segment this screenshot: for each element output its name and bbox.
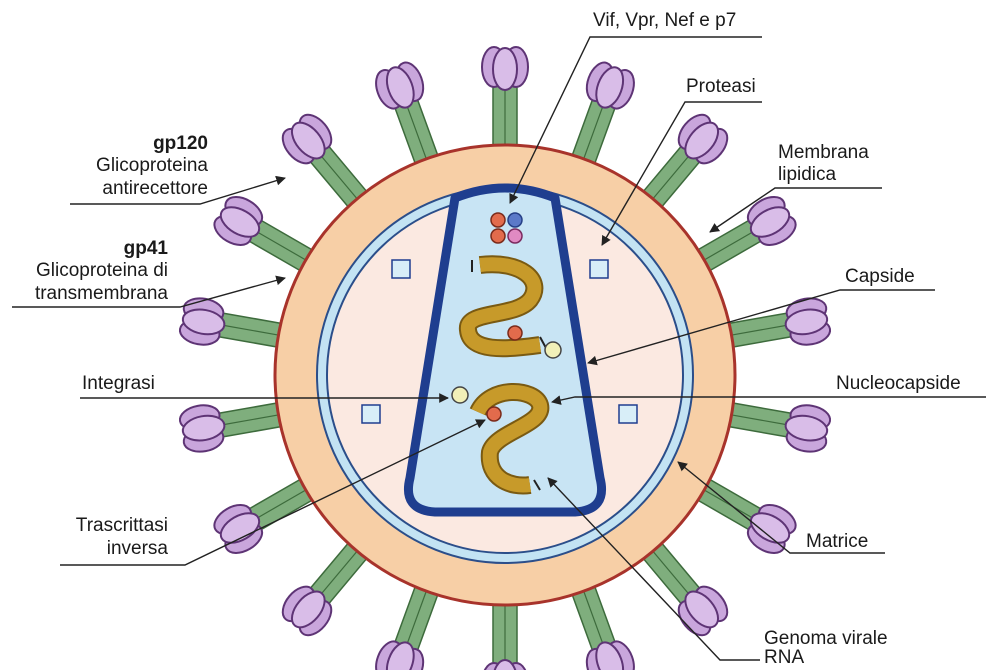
glycoprotein-spike xyxy=(482,47,528,147)
gp41-desc-line1: Glicoproteina di xyxy=(36,260,168,282)
gp120-desc-line2: antirecettore xyxy=(102,178,208,200)
gp120-label: gp120 xyxy=(153,133,208,155)
gp120-desc-line1: Glicoproteina xyxy=(96,155,208,177)
protease-label: Proteasi xyxy=(686,76,756,98)
integrase-dot xyxy=(545,342,561,358)
nucleocapsid-label: Nucleocapside xyxy=(836,373,961,395)
integrase-label: Integrasi xyxy=(82,373,155,395)
glycoprotein-spike xyxy=(178,392,284,455)
glycoprotein-spike xyxy=(726,392,832,455)
gp41-label: gp41 xyxy=(124,238,168,260)
glycoprotein-spike xyxy=(561,59,638,169)
glycoprotein-spike xyxy=(726,295,832,358)
reverse-transcriptase-dot xyxy=(487,407,501,421)
glycoprotein-spike xyxy=(178,295,284,358)
reverse-transcriptase-label-line1: Trascrittasi xyxy=(76,515,168,537)
lipid-membrane-label-line1: Membrana xyxy=(778,142,869,164)
capsid-label: Capside xyxy=(845,266,915,288)
gp41-desc-line2: transmembrana xyxy=(35,283,168,305)
lipid-membrane-label-line2: lipidica xyxy=(778,164,836,186)
matrix-label: Matrice xyxy=(806,531,868,553)
reverse-transcriptase-dot xyxy=(508,326,522,340)
integrase-dot xyxy=(452,387,468,403)
glycoprotein-spike xyxy=(371,59,448,169)
reverse-transcriptase-label-line2: inversa xyxy=(107,538,168,560)
rna-genome-label-line2: RNA xyxy=(764,647,804,669)
glycoprotein-spike xyxy=(482,603,528,670)
accessory-proteins-label: Vif, Vpr, Nef e p7 xyxy=(593,10,736,32)
